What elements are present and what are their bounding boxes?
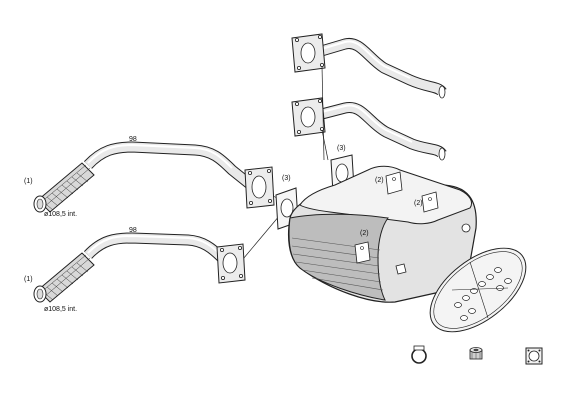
label-gasket-left: (3): [282, 175, 291, 182]
upper-right-flange: [291, 33, 326, 73]
mounting-plate: [429, 247, 527, 333]
clamp-ring-icon: [411, 345, 427, 364]
muffler-bracket-left: [385, 171, 403, 195]
leader-line-middle: [321, 129, 329, 161]
upper-left-flange: [244, 166, 275, 209]
leader-line-lower: [237, 214, 281, 266]
middle-right-flange: [291, 97, 326, 137]
svg-text:98: 98: [129, 227, 137, 234]
muffler-bracket-front: [354, 241, 371, 264]
upper-right-pipe: [316, 37, 447, 99]
upper-left-pipe: 98: [83, 136, 256, 191]
upper-left-flexible-pipe: [33, 162, 95, 213]
label-diameter-lower: ø108,5 int.: [44, 306, 77, 313]
middle-right-pipe: [316, 101, 447, 161]
label-bracket-left: (2): [375, 177, 384, 184]
svg-text:98: 98: [129, 136, 137, 143]
gasket-icon: [525, 347, 543, 365]
lower-left-flange: [216, 243, 246, 284]
nut-icon: [469, 347, 483, 360]
lower-left-flexible-pipe: [33, 252, 95, 303]
label-flex-pipe-lower: (1): [24, 276, 33, 283]
leader-line-upper: [321, 65, 325, 161]
muffler-bracket-right: [421, 191, 439, 213]
muffler: [288, 165, 477, 303]
label-flex-pipe-upper: (1): [24, 178, 33, 185]
lower-left-pipe: 98: [83, 227, 236, 271]
label-diameter-upper: ø108,5 int.: [44, 211, 77, 218]
label-bracket-right: (2): [414, 200, 423, 207]
label-gasket-right: (3): [337, 145, 346, 152]
label-bracket-front: (2): [360, 230, 369, 237]
